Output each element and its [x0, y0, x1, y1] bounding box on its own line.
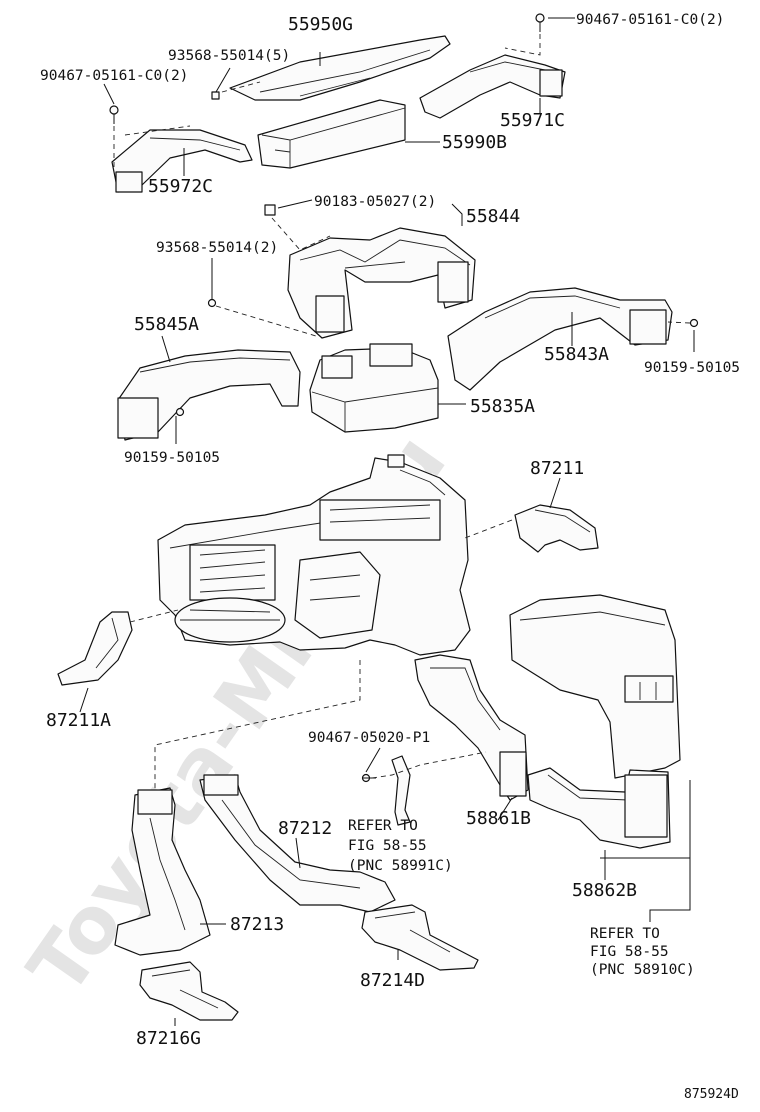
label-55950g: 55950G: [288, 14, 353, 35]
label-87211: 87211: [530, 458, 584, 479]
part-87213: [114, 787, 211, 956]
clip-icon: [211, 91, 220, 100]
label-90159-50105-left: 90159-50105: [124, 450, 220, 466]
svg-text:FIG 58-55: FIG 58-55: [590, 944, 669, 960]
part-87211: [514, 504, 599, 553]
part-55971c: [419, 54, 566, 119]
label-90467-05020: 90467-05020-P1: [308, 730, 430, 746]
label-93568-55014-5: 93568-55014(5): [168, 48, 290, 64]
svg-text:(PNC 58910C): (PNC 58910C): [590, 962, 695, 978]
refer-note-right: REFER TO FIG 58-55 (PNC 58910C): [590, 926, 695, 978]
part-58862b: [527, 767, 671, 849]
screw-icon: [207, 298, 217, 308]
svg-text:(PNC 58991C): (PNC 58991C): [348, 858, 453, 874]
screw-icon: [535, 13, 545, 32]
label-58862b: 58862B: [572, 880, 637, 901]
svg-text:FIG 58-55: FIG 58-55: [348, 838, 427, 854]
label-55844: 55844: [466, 206, 520, 227]
part-55845a: [117, 349, 301, 441]
label-55845a: 55845A: [134, 314, 199, 335]
part-55972c: [111, 129, 253, 193]
label-55971c: 55971C: [500, 110, 565, 131]
refer-note-left: REFER TO FIG 58-55 (PNC 58991C): [348, 818, 453, 874]
clip-icon: [264, 204, 276, 216]
label-93568-55014-2: 93568-55014(2): [156, 240, 278, 256]
label-87216g: 87216G: [136, 1028, 201, 1049]
part-55844: [287, 227, 476, 339]
label-87213: 87213: [230, 914, 284, 935]
label-90467-05161-left: 90467-05161-C0(2): [40, 68, 188, 84]
part-87212: [199, 774, 396, 913]
screw-icon: [689, 318, 699, 328]
label-55972c: 55972C: [148, 176, 213, 197]
label-90183-05027: 90183-05027(2): [314, 194, 436, 210]
part-87216g: [139, 961, 239, 1021]
label-87214d: 87214D: [360, 970, 425, 991]
part-55950g: [229, 35, 451, 101]
part-55843a: [447, 287, 673, 391]
label-87211a: 87211A: [46, 710, 111, 731]
screw-icon: [175, 407, 185, 417]
label-90467-05161-top: 90467-05161-C0(2): [576, 12, 724, 28]
part-87211a: [57, 611, 133, 686]
bracket-part: [391, 755, 411, 826]
screw-icon: [109, 105, 119, 124]
part-87214d: [361, 904, 479, 971]
label-90159-50105-right: 90159-50105: [644, 360, 740, 376]
heater-unit: [157, 454, 471, 656]
console-box: [509, 594, 681, 779]
label-55990b: 55990B: [442, 132, 507, 153]
svg-text:REFER TO: REFER TO: [590, 926, 660, 942]
part-55990b: [257, 99, 406, 169]
label-55835a: 55835A: [470, 396, 535, 417]
part-58861b: [414, 654, 529, 801]
figure-code: 875924D: [684, 1087, 739, 1102]
svg-text:REFER TO: REFER TO: [348, 818, 418, 834]
label-87212: 87212: [278, 818, 332, 839]
label-55843a: 55843A: [544, 344, 609, 365]
part-55835a: [309, 343, 439, 433]
label-58861b: 58861B: [466, 808, 531, 829]
